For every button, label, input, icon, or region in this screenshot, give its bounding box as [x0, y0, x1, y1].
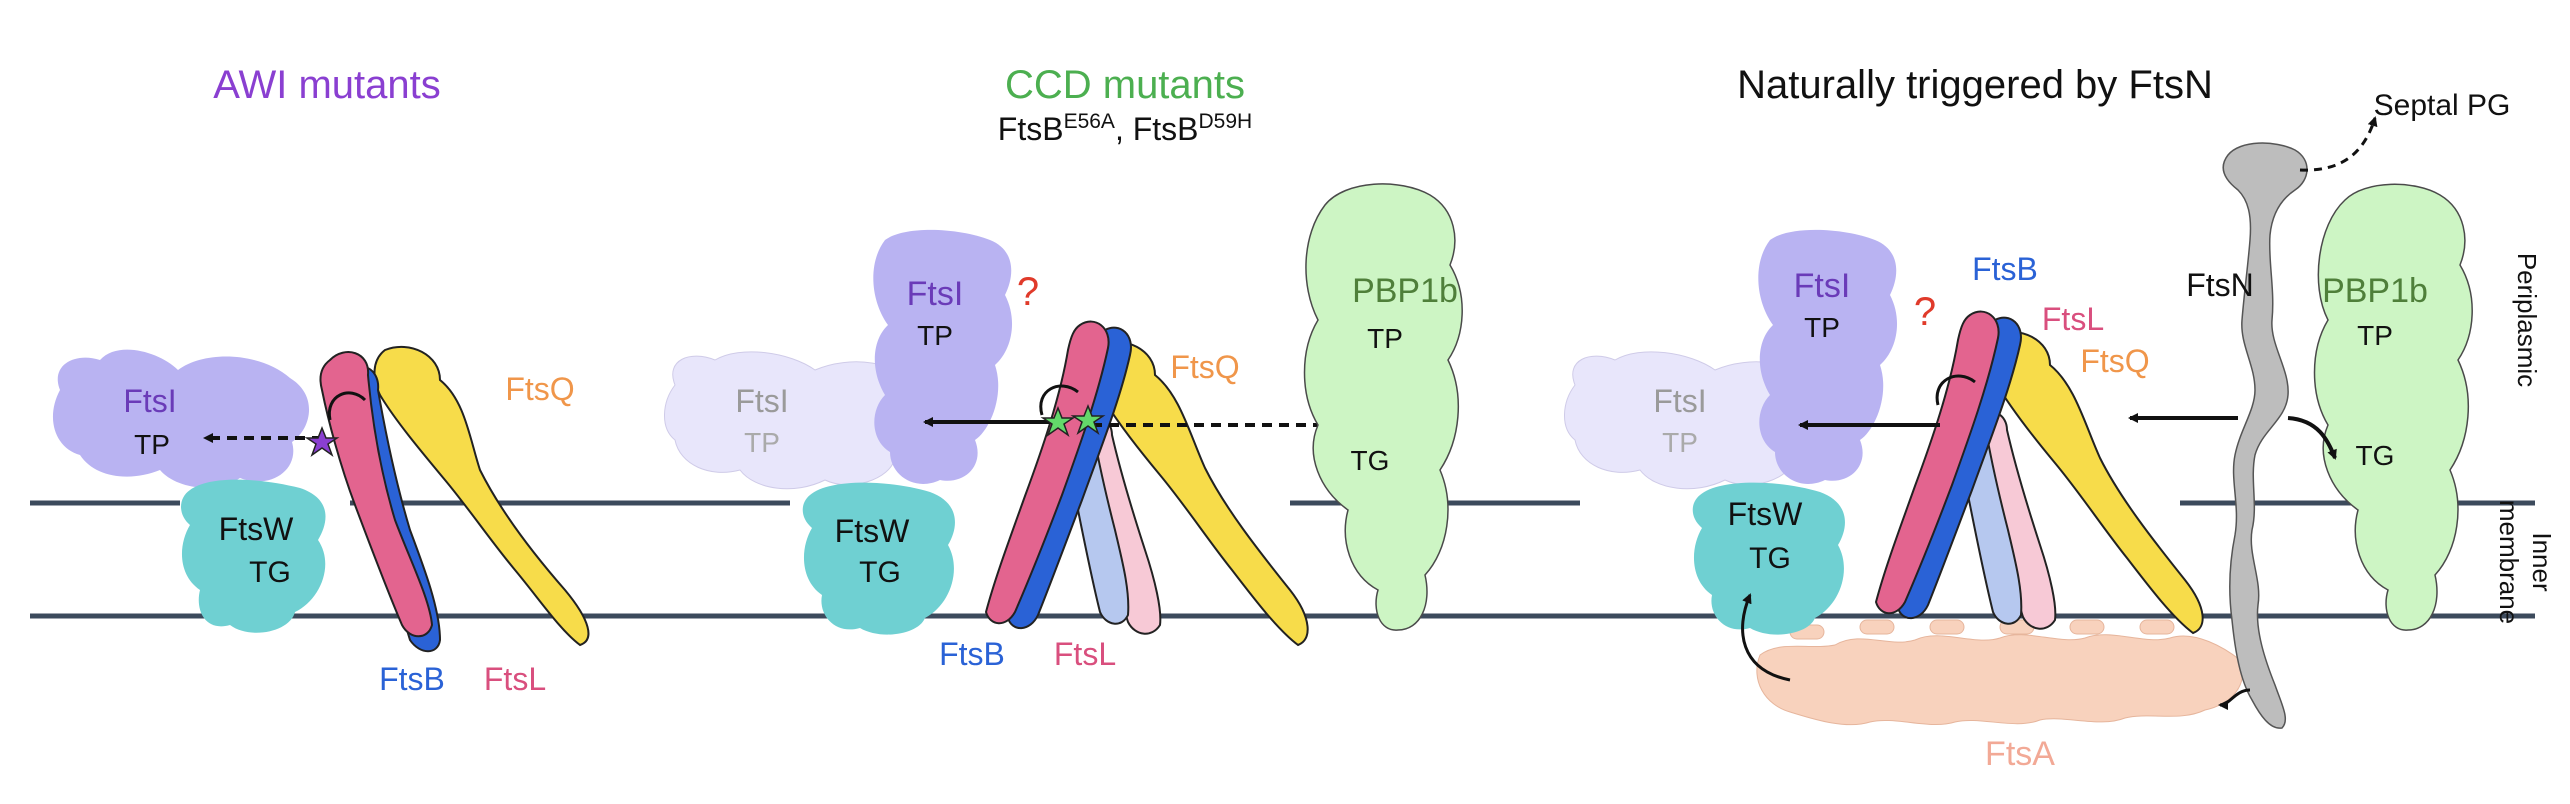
- ftsw-domain-label: TG: [859, 556, 901, 589]
- ftsl-shape: [984, 320, 1110, 625]
- pbp1b-tp-label: TP: [1367, 323, 1403, 354]
- awi-star-icon: [304, 425, 340, 457]
- ftsw-domain-label: TG: [1749, 542, 1791, 575]
- ftsl-label: FtsL: [2042, 301, 2104, 337]
- ftsa-to-ftsw-arrow: [1741, 593, 1791, 682]
- ftsl-label: FtsL: [484, 661, 546, 697]
- ftsw-domain-label: TG: [249, 556, 291, 589]
- ftsn-hook-arc: [1935, 374, 1976, 406]
- ftsw-label: FtsW: [219, 511, 294, 547]
- ftsq-label: FtsQ: [505, 371, 574, 407]
- pbp1b-shape: [1303, 183, 1463, 631]
- question-mark: ?: [1017, 270, 1039, 314]
- ftsq-shape: [373, 345, 590, 647]
- ftsa-tab-6: [2139, 619, 2175, 635]
- ftsi-domain-label: TP: [134, 429, 170, 460]
- ftsi-shape: [1758, 229, 1898, 484]
- ftsq-shape: [1091, 340, 1309, 647]
- ftsi-domain-label: TP: [917, 320, 953, 351]
- septal-pg-label: Septal PG: [2374, 89, 2511, 122]
- ftsq-label: FtsQ: [1170, 349, 1239, 385]
- ccd-star-icon-2: [1070, 403, 1106, 435]
- ftsi-shape: [873, 229, 1013, 484]
- panel-ccd-subtitle: FtsBE56A, FtsBD59H: [998, 110, 1252, 147]
- ftsl-shape: [1874, 310, 2000, 615]
- ftsa-body: [1756, 634, 2243, 726]
- side-labels: Periplasmic Inner membrane: [2494, 253, 2557, 624]
- ftsa-label: FtsA: [1985, 735, 2055, 773]
- pbp1b-tg-label: TG: [2356, 440, 2395, 471]
- panel-ccd: CCD mutants FtsBE56A, FtsBD59H FtsI TP F…: [664, 63, 1463, 672]
- panel-ftsn-title: Naturally triggered by FtsN: [1737, 63, 2213, 107]
- ftsb-label: FtsB: [379, 661, 445, 697]
- ftsi-faded-domain-label: TP: [744, 427, 780, 458]
- awi-hook-arc: [327, 391, 367, 421]
- ftsi-shape: [52, 349, 310, 488]
- ftsn-label: FtsN: [2186, 267, 2254, 303]
- ccd-hook-arc: [1039, 384, 1079, 416]
- question-mark: ?: [1914, 290, 1936, 334]
- ftsi-label: FtsI: [1794, 267, 1851, 305]
- ccd-star-icon-1: [1040, 405, 1076, 437]
- ftsi-faded-domain-label: TP: [1662, 427, 1698, 458]
- ftsl-label: FtsL: [1054, 636, 1116, 672]
- ftsn-to-tg-arrow: [2287, 416, 2337, 460]
- ftsq-shape: [1986, 330, 2204, 635]
- panel-ccd-title: CCD mutants: [1005, 63, 1245, 107]
- ftsn-to-septal-arrow: [2299, 116, 2378, 172]
- pbp1b-label: PBP1b: [2322, 272, 2428, 310]
- ftsa-tab-3: [1929, 619, 1965, 635]
- panel-ftsn: Naturally triggered by FtsN FtsA FtsI TP…: [1564, 63, 2510, 773]
- ftsq-label: FtsQ: [2080, 343, 2149, 379]
- inner-label: Inner: [2527, 532, 2557, 592]
- pbp1b-tp-label: TP: [2357, 320, 2393, 351]
- ftsw-label: FtsW: [835, 513, 910, 549]
- panel-awi-title: AWI mutants: [213, 63, 440, 107]
- ftsw-label: FtsW: [1728, 496, 1803, 532]
- ftsi-domain-label: TP: [1804, 312, 1840, 343]
- ftsw-shape: [1692, 482, 1845, 635]
- ftsi-label: FtsI: [123, 383, 176, 419]
- ftsn-shape: [2222, 142, 2308, 729]
- ftsi-label: FtsI: [907, 275, 964, 313]
- pbp1b-tg-label: TG: [1351, 445, 1390, 476]
- ftsb-label: FtsB: [939, 636, 1005, 672]
- panel-awi: AWI mutants FtsI TP FtsW TG FtsQ FtsB Ft…: [52, 63, 590, 697]
- ftsw-shape: [181, 479, 326, 633]
- ftsl-shape: [319, 351, 434, 638]
- ftsw-shape: [802, 482, 955, 635]
- pbp1b-shape: [2313, 183, 2473, 631]
- ftsi-faded-label: FtsI: [1653, 383, 1706, 419]
- ftsi-faded-label: FtsI: [735, 383, 788, 419]
- ftsb-label: FtsB: [1972, 251, 2038, 287]
- ftsa-ftsn-arrow: [2218, 688, 2251, 710]
- pbp1b-label: PBP1b: [1352, 272, 1458, 310]
- membrane-label: membrane: [2494, 500, 2524, 624]
- ftsa-filament: [1756, 619, 2243, 726]
- ftsa-tab-5: [2069, 619, 2105, 635]
- ftsa-tab-2: [1859, 619, 1895, 635]
- periplasmic-label: Periplasmic: [2512, 253, 2542, 387]
